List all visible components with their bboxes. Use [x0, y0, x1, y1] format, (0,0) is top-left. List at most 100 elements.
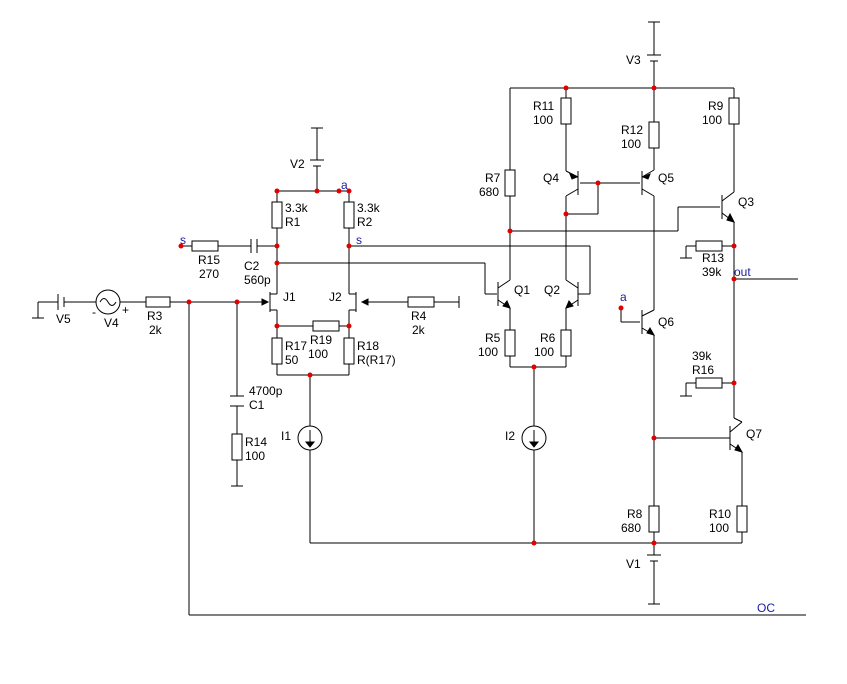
resistor-r4	[407, 296, 435, 308]
label-v4: V4	[104, 316, 119, 330]
label-q6: Q6	[658, 315, 674, 329]
resistor-r6	[560, 329, 572, 357]
label-r9-value: 100	[702, 113, 722, 127]
resistor-r13	[695, 240, 723, 252]
transistor-q6	[641, 309, 656, 336]
battery-v5	[57, 294, 68, 310]
label-r11: R11	[533, 99, 554, 113]
label-r8-value: 680	[621, 521, 641, 535]
resistor-r15	[191, 240, 219, 252]
label-r15-value: 270	[199, 267, 219, 281]
transistors	[261, 169, 744, 453]
net-label-s-drain: s	[356, 233, 362, 247]
label-v2: V2	[290, 157, 305, 171]
transistor-q7	[728, 421, 744, 453]
battery-v2	[310, 159, 324, 170]
label-r5-value: 100	[478, 345, 498, 359]
resistor-r14	[231, 433, 243, 461]
resistor-r5	[504, 329, 516, 357]
transistor-q3	[721, 191, 735, 223]
label-r2: R2	[357, 215, 373, 229]
label-minus: -	[92, 305, 96, 319]
voltage-sources	[57, 54, 661, 565]
label-r19-value: 100	[308, 347, 328, 361]
label-r14-value: 100	[245, 449, 265, 463]
resistor-r11	[560, 97, 572, 125]
resistor-r2	[343, 201, 355, 229]
resistor-r16	[695, 377, 723, 389]
label-q3: Q3	[738, 195, 754, 209]
transistor-q5	[641, 169, 655, 197]
label-r2-value: 3.3k	[357, 201, 381, 215]
label-r1-value: 3.3k	[285, 201, 309, 215]
resistor-r18	[343, 337, 355, 365]
transistor-q1	[485, 279, 511, 309]
transistor-q2	[565, 279, 579, 309]
label-r12: R12	[621, 123, 643, 137]
net-label-oc: OC	[757, 601, 775, 615]
label-r17-value: 50	[285, 353, 299, 367]
label-j1: J1	[283, 290, 296, 304]
label-r8: R8	[627, 507, 643, 521]
label-q2: Q2	[544, 283, 560, 297]
label-r7-value: 680	[479, 185, 499, 199]
label-r1: R1	[285, 215, 301, 229]
resistor-r3	[145, 296, 171, 308]
label-r5: R5	[485, 331, 501, 345]
label-r13: R13	[702, 251, 724, 265]
label-q1: Q1	[514, 283, 530, 297]
label-plus: +	[122, 303, 129, 317]
resistor-r8	[648, 505, 660, 533]
current-sources	[297, 425, 547, 451]
label-v5: V5	[56, 312, 71, 326]
transistor-q4	[565, 170, 579, 197]
battery-v3	[647, 54, 661, 65]
current-source-i1	[297, 425, 323, 451]
resistor-r12	[648, 121, 660, 149]
label-r4: R4	[411, 309, 427, 323]
resistor-r17	[271, 337, 283, 365]
label-r7: R7	[485, 171, 501, 185]
net-label-a-q6: a	[620, 290, 627, 304]
label-r12-value: 100	[621, 137, 641, 151]
label-v1: V1	[626, 557, 641, 571]
label-r18: R18	[357, 339, 379, 353]
net-label-s-input: s	[180, 233, 186, 247]
label-r10-value: 100	[709, 521, 729, 535]
label-r17: R17	[285, 339, 307, 353]
label-r13-value: 39k	[702, 265, 722, 279]
label-i2: I2	[505, 429, 515, 443]
resistors	[145, 97, 748, 533]
label-q5: Q5	[658, 171, 674, 185]
label-v3: V3	[626, 53, 641, 67]
resistor-r19	[312, 320, 340, 332]
current-source-i2	[521, 425, 547, 451]
label-r15: R15	[198, 253, 220, 267]
resistor-r9	[728, 97, 740, 125]
label-r10: R10	[709, 507, 731, 521]
label-r19: R19	[310, 333, 332, 347]
resistor-r7	[504, 169, 516, 197]
label-r16: R16	[692, 363, 714, 377]
label-i1: I1	[281, 429, 291, 443]
label-r3-value: 2k	[149, 323, 163, 337]
net-label-a-v2: a	[341, 178, 348, 192]
label-q4: Q4	[543, 171, 559, 185]
battery-v1	[647, 554, 661, 565]
label-r14: R14	[245, 435, 267, 449]
capacitor-c2	[250, 239, 258, 253]
label-q7: Q7	[746, 427, 762, 441]
capacitor-c1	[230, 395, 244, 407]
label-r11-value: 100	[533, 113, 553, 127]
capacitors	[230, 239, 258, 407]
label-j2: J2	[329, 290, 342, 304]
component-labels: V5 V4 - + R3 2k R15 270 C2 560p V2 3.3k …	[56, 53, 775, 615]
label-c1: C1	[249, 398, 265, 412]
junction-nodes	[178, 85, 737, 546]
label-r9: R9	[708, 99, 724, 113]
jfet-j1	[261, 292, 277, 312]
label-r4-value: 2k	[412, 323, 426, 337]
label-r6-value: 100	[534, 345, 554, 359]
label-c2-value: 560p	[244, 273, 271, 287]
